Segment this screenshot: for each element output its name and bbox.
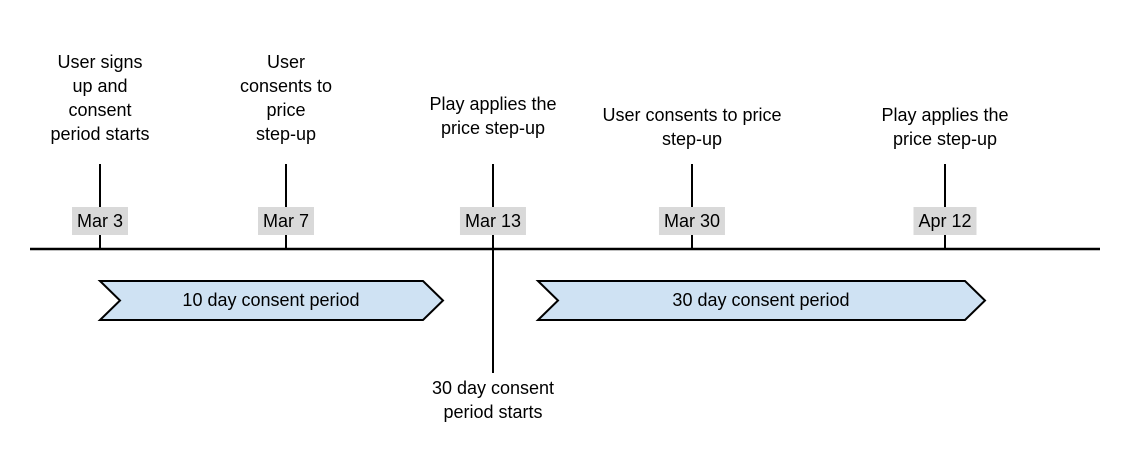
event-label-line: up and [72, 76, 128, 96]
event-label-line: price step-up [440, 118, 546, 138]
period-label-30-day: 30 day consent period [672, 290, 850, 310]
event-label-mar-3: User signs up and consent period starts [50, 50, 149, 146]
date-chip-apr-12: Apr 12 [913, 207, 977, 235]
event-label-apr-12: Play applies the price step-up [881, 103, 1008, 151]
period-label-10-day: 10 day consent period [182, 290, 360, 310]
date-chip-mar-3: Mar 3 [71, 207, 129, 235]
event-label-line: price [266, 100, 306, 120]
event-label-mar-30: User consents to price step-up [602, 103, 781, 151]
event-label-mar-7: User consents to price step-up [240, 50, 332, 146]
event-label-line: price step-up [892, 129, 998, 149]
event-label-line: Play applies the [429, 94, 557, 114]
event-label-line: User [266, 52, 305, 72]
below-timeline-note: 30 day consent period starts [432, 376, 554, 424]
event-label-line: consent [68, 100, 132, 120]
below-note-line: 30 day consent [431, 378, 555, 398]
event-label-line: step-up [255, 124, 317, 144]
event-label-line: Play applies the [881, 105, 1009, 125]
date-chip-mar-7: Mar 7 [257, 207, 315, 235]
date-chip-mar-30: Mar 30 [658, 207, 726, 235]
event-label-line: step-up [661, 129, 723, 149]
event-label-line: User signs [57, 52, 143, 72]
event-label-line: User consents to price [602, 105, 782, 125]
event-label-line: consents to [239, 76, 333, 96]
period-arrow-10-day [97, 280, 445, 321]
event-label-mar-13: Play applies the price step-up [429, 92, 556, 140]
date-chip-mar-13: Mar 13 [459, 207, 527, 235]
below-note-line: period starts [443, 402, 543, 422]
event-label-line: period starts [50, 124, 150, 144]
period-arrow-30-day [535, 280, 987, 321]
